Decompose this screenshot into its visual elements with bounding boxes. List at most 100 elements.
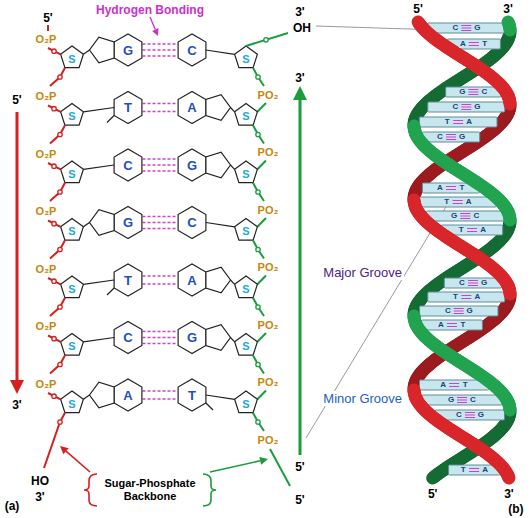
strand-end-label: 3' <box>35 491 45 503</box>
hydrogen-bond <box>460 213 470 214</box>
base-pair-rung <box>420 306 498 316</box>
strand-end-label: 3' <box>503 3 513 15</box>
base-ring <box>178 322 206 354</box>
strand-end-label: OH <box>293 22 311 34</box>
base-pair-letter: A <box>481 466 489 474</box>
oxygen-dot <box>256 132 260 136</box>
green-backbone <box>253 355 264 373</box>
glycosidic-bond <box>83 338 114 342</box>
red-backbone <box>48 163 61 169</box>
oxygen-dot <box>58 420 62 424</box>
oxygen-dot <box>58 247 62 251</box>
base-pair-letter: G <box>466 307 474 315</box>
base-pair-letter: A <box>473 293 481 301</box>
hydrogen-bond <box>461 298 471 299</box>
base-ring <box>114 207 142 239</box>
base-pair-letter: A <box>465 118 473 126</box>
base-letter: C <box>123 159 132 172</box>
hydrogen-bond <box>143 331 178 333</box>
oxygen-dot <box>256 75 260 79</box>
hydrogen-bond <box>457 402 467 403</box>
oxygen-dot <box>264 38 268 42</box>
base-pair-letter: C <box>451 24 459 32</box>
hydrogen-bond <box>469 45 479 46</box>
red-backbone <box>48 106 61 112</box>
hydrogen-bond <box>465 412 475 413</box>
strand-end-label: 5' <box>428 488 438 500</box>
methyl-group <box>107 288 114 295</box>
base-pair-rung <box>446 87 501 97</box>
red-backbone <box>48 48 61 54</box>
arrow-head <box>60 446 69 454</box>
base-pair-letter: A <box>459 40 467 48</box>
green-strand <box>503 28 516 30</box>
glycosidic-bond <box>206 395 235 399</box>
hydrogen-bond <box>143 164 178 166</box>
phosphate-label: PO₂ <box>258 262 279 273</box>
base-pair-letter: A <box>439 381 447 389</box>
hydrogen-bond <box>467 231 477 232</box>
oxygen-dot <box>52 164 56 168</box>
oxygen-dot <box>52 279 56 283</box>
direction-arrow <box>16 112 19 381</box>
base-pair-letter: T <box>444 118 451 126</box>
base-letter: G <box>187 159 197 172</box>
hydrogen-bond <box>468 280 478 281</box>
hydrogen-bond <box>453 120 463 121</box>
strand-end-label: 5' <box>43 12 53 24</box>
oxygen-dot <box>256 247 260 251</box>
hydrogen-bond <box>453 123 463 124</box>
sugar-label: S <box>68 284 75 295</box>
hydrogen-bond <box>465 417 475 418</box>
red-backbone <box>50 298 65 316</box>
methyl-group <box>206 403 213 410</box>
strand-end-label: 5' <box>413 3 423 15</box>
base-pair-rung <box>422 132 479 142</box>
oxygen-dot <box>52 337 56 341</box>
base-pair-rung <box>422 183 479 193</box>
base-ring <box>178 149 206 181</box>
hydrogen-bond <box>461 104 471 105</box>
green-strand <box>433 476 436 478</box>
hydrogen-bond <box>143 337 178 339</box>
sugar-ring <box>235 104 258 126</box>
hydrogen-bond <box>468 89 478 90</box>
sugar-ring <box>235 276 258 298</box>
hydrogen-bond <box>446 134 456 135</box>
base-pair-letter: G <box>458 133 466 141</box>
oxygen-dot <box>58 362 62 366</box>
panel-tag: (b) <box>508 503 523 515</box>
arrow-head <box>10 380 24 394</box>
red-backbone <box>50 68 65 86</box>
base-ring <box>114 149 142 181</box>
base-pair-letter: T <box>462 381 469 389</box>
phosphate-label: PO₂ <box>258 205 279 216</box>
base-pair-rung <box>428 102 505 112</box>
base-letter: T <box>124 101 132 114</box>
green-strand <box>503 408 516 410</box>
base-pair-letter: A <box>436 184 444 192</box>
base-pair-letter: C <box>451 103 459 111</box>
base-ring <box>90 210 115 236</box>
sugar-label: S <box>242 284 249 295</box>
base-ring <box>114 322 142 354</box>
base-pair-rung <box>426 211 504 221</box>
arrow-head <box>152 28 158 36</box>
glycosidic-bond <box>83 395 89 399</box>
base-pair-letter: A <box>465 198 473 206</box>
base-pair-rung <box>422 395 502 405</box>
hydrogen-bond <box>468 285 478 286</box>
sugar-ring <box>61 104 84 126</box>
sugar-ring <box>235 334 258 356</box>
glycosidic-bond <box>231 165 235 169</box>
hydrogen-bond <box>454 313 464 314</box>
green-strand <box>503 218 516 220</box>
sugar-label: S <box>68 399 75 410</box>
base-pair-letter: C <box>444 307 452 315</box>
green-backbone <box>257 218 266 227</box>
oxygen-dot <box>256 190 260 194</box>
phosphate-label: PO₂ <box>258 377 279 388</box>
green-backbone <box>253 68 264 86</box>
base-pair-letter: G <box>450 212 458 220</box>
base-pair-rung <box>444 278 501 288</box>
